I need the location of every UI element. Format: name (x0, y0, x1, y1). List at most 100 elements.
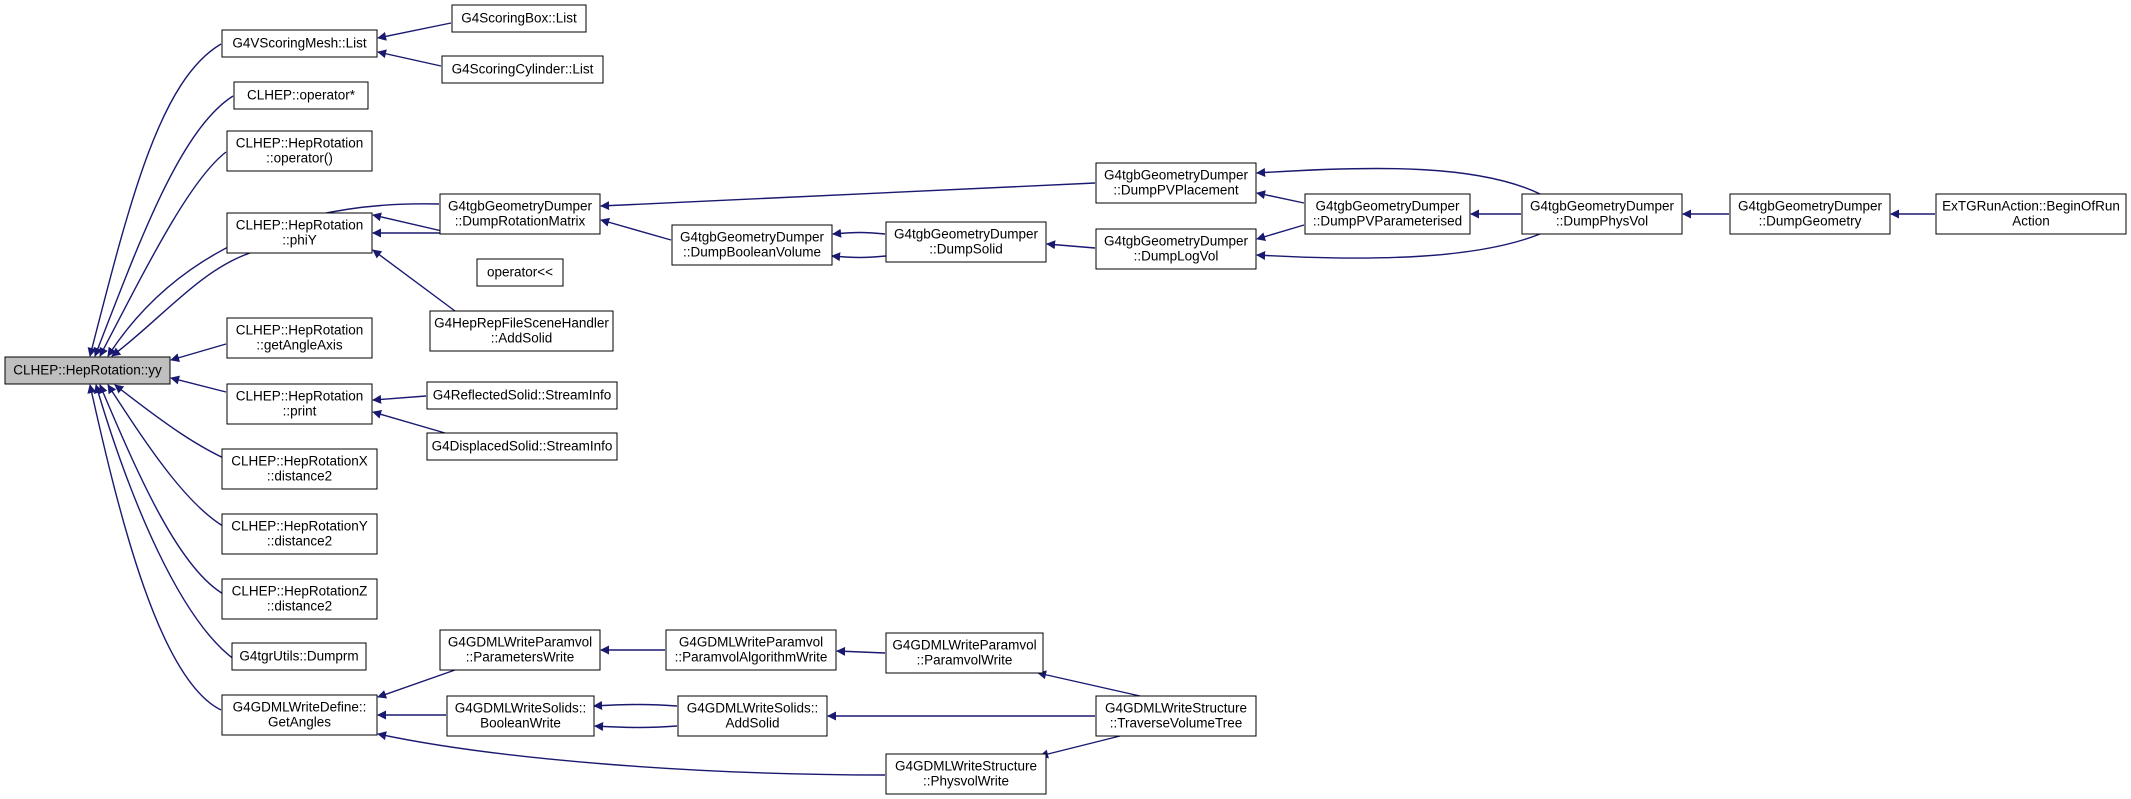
node-dumplogvol[interactable]: G4tgbGeometryDumper::DumpLogVol (1095, 228, 1257, 270)
node-label: G4GDMLWriteParamvol (448, 635, 592, 650)
node-gdmladdsolid[interactable]: G4GDMLWriteSolids::AddSolid (677, 695, 828, 737)
node-box (441, 55, 604, 84)
node-label: ::ParametersWrite (466, 650, 575, 665)
node-opstar[interactable]: CLHEP::operator* (233, 81, 369, 110)
edge-paramvolwrite-to-paramalgo (836, 646, 886, 656)
node-box (221, 29, 378, 58)
node-box (439, 629, 601, 671)
node-dumppvplace[interactable]: G4tgbGeometryDumper::DumpPVPlacement (1095, 162, 1257, 204)
edge-hepop-to-root (99, 151, 227, 357)
node-distz[interactable]: CLHEP::HepRotationZ::distance2 (221, 578, 378, 620)
node-label: G4tgbGeometryDumper (894, 227, 1039, 242)
node-box (1095, 162, 1257, 204)
node-vscoringmesh[interactable]: G4VScoringMesh::List (221, 29, 378, 58)
node-root[interactable]: CLHEP::HepRotation::yy (4, 356, 171, 385)
node-hepop[interactable]: CLHEP::HepRotation::operator() (226, 130, 373, 172)
edge-addsolidhep-to-phiy (372, 249, 456, 312)
node-dumppvparam[interactable]: G4tgbGeometryDumper::DumpPVParameterised (1304, 193, 1471, 235)
node-dumpbool[interactable]: G4tgbGeometryDumper::DumpBooleanVolume (671, 224, 833, 266)
node-print[interactable]: CLHEP::HepRotation::print (226, 383, 373, 425)
edge-gdmladdsolid-to-boolwrite (593, 701, 678, 711)
node-distx[interactable]: CLHEP::HepRotationX::distance2 (221, 448, 378, 490)
node-box (221, 513, 378, 555)
node-label: CLHEP::HepRotation (236, 389, 364, 404)
node-label: CLHEP::HepRotation (236, 218, 364, 233)
node-label: ::ParamvolAlgorithmWrite (675, 650, 828, 665)
node-label: G4VScoringMesh::List (232, 36, 367, 51)
edge-dumppvplace-to-dumprotmat (600, 182, 1096, 211)
node-label: G4GDMLWriteParamvol (679, 635, 823, 650)
node-box (1935, 193, 2127, 235)
node-box (446, 695, 595, 737)
node-label: CLHEP::HepRotation::yy (13, 363, 162, 378)
node-box (4, 356, 171, 385)
node-oplshift[interactable]: operator<< (476, 258, 564, 287)
edge-distz-to-root (98, 384, 226, 596)
node-label: ::distance2 (267, 599, 332, 614)
node-label: operator<< (487, 265, 553, 280)
node-dumpphysvol[interactable]: G4tgbGeometryDumper::DumpPhysVol (1521, 193, 1683, 235)
node-boolwrite[interactable]: G4GDMLWriteSolids::BooleanWrite (446, 695, 595, 737)
node-physvolwrite[interactable]: G4GDMLWriteStructure::PhysvolWrite (885, 753, 1047, 795)
node-paramwrite[interactable]: G4GDMLWriteParamvol::ParametersWrite (439, 629, 601, 671)
node-label: G4tgbGeometryDumper (1530, 199, 1675, 214)
node-dumpgeom[interactable]: G4tgbGeometryDumper::DumpGeometry (1729, 193, 1891, 235)
node-traverse[interactable]: G4GDMLWriteStructure::TraverseVolumeTree (1095, 695, 1257, 737)
edge-dumpbool-to-dumpsolid (831, 252, 887, 262)
node-box (671, 224, 833, 266)
node-label: BooleanWrite (480, 716, 561, 731)
node-label: G4tgbGeometryDumper (448, 199, 593, 214)
node-box (885, 221, 1047, 263)
node-label: ::getAngleAxis (256, 338, 343, 353)
node-box (1304, 193, 1471, 235)
edge-dumppvparam-to-dumplogvol (1256, 224, 1305, 242)
node-box (233, 81, 369, 110)
edge-phiy-to-root (111, 252, 251, 357)
node-box (1729, 193, 1891, 235)
node-dispstream[interactable]: G4DisplacedSolid::StreamInfo (426, 432, 618, 461)
node-label: GetAngles (268, 715, 331, 730)
node-getangles[interactable]: G4GDMLWriteDefine::GetAngles (221, 694, 378, 736)
node-label: ::TraverseVolumeTree (1110, 716, 1243, 731)
node-reflstream[interactable]: G4ReflectedSolid::StreamInfo (426, 381, 618, 410)
node-paramvolwrite[interactable]: G4GDMLWriteParamvol::ParamvolWrite (885, 632, 1044, 674)
edge-traverse-to-physvolwrite (1039, 735, 1121, 759)
edge-dumppvparam-to-dumppvplace (1256, 190, 1305, 204)
node-label: G4tgbGeometryDumper (1104, 234, 1249, 249)
edge-disty-to-root (107, 384, 231, 531)
node-scoringcyl[interactable]: G4ScoringCylinder::List (441, 55, 604, 84)
node-phiy[interactable]: CLHEP::HepRotation::phiY (226, 212, 373, 254)
node-dumpsolid[interactable]: G4tgbGeometryDumper::DumpSolid (885, 221, 1047, 263)
edge-scoringcyl-to-vscoringmesh (377, 49, 442, 67)
node-label: CLHEP::HepRotationX (231, 454, 368, 469)
node-label: Action (2012, 214, 2050, 229)
edge-traverse-to-paramvolwrite (1037, 670, 1141, 697)
node-label: G4ScoringCylinder::List (452, 62, 594, 77)
node-disty[interactable]: CLHEP::HepRotationY::distance2 (221, 513, 378, 555)
node-label: ::ParamvolWrite (917, 653, 1013, 668)
node-scoringbox[interactable]: G4ScoringBox::List (451, 4, 587, 33)
node-label: G4ReflectedSolid::StreamInfo (433, 388, 612, 403)
edge-opstar-to-root (93, 95, 234, 357)
node-label: CLHEP::operator* (247, 88, 356, 103)
node-label: ::DumpLogVol (1134, 249, 1219, 264)
node-label: G4GDMLWriteStructure (1105, 701, 1247, 716)
node-addsolidhep[interactable]: G4HepRepFileSceneHandler::AddSolid (429, 310, 614, 352)
node-box (439, 193, 601, 235)
edges-layer (87, 22, 1935, 776)
node-box (226, 130, 373, 172)
node-dumprm[interactable]: G4tgrUtils::Dumprm (231, 642, 367, 671)
node-box (1095, 228, 1257, 270)
edge-dumpphysvol-to-dumplogvol (1256, 233, 1541, 260)
node-label: ::operator() (266, 151, 333, 166)
node-dumprotmat[interactable]: G4tgbGeometryDumper::DumpRotationMatrix (439, 193, 601, 235)
node-label: G4GDMLWriteSolids:: (455, 701, 587, 716)
node-paramalgo[interactable]: G4GDMLWriteParamvol::ParamvolAlgorithmWr… (665, 629, 837, 671)
node-box (221, 578, 378, 620)
node-label: AddSolid (725, 716, 779, 731)
edge-dumpsolid-to-dumpbool (832, 228, 886, 238)
node-getangleaxis[interactable]: CLHEP::HepRotation::getAngleAxis (226, 317, 373, 359)
node-box (426, 432, 618, 461)
